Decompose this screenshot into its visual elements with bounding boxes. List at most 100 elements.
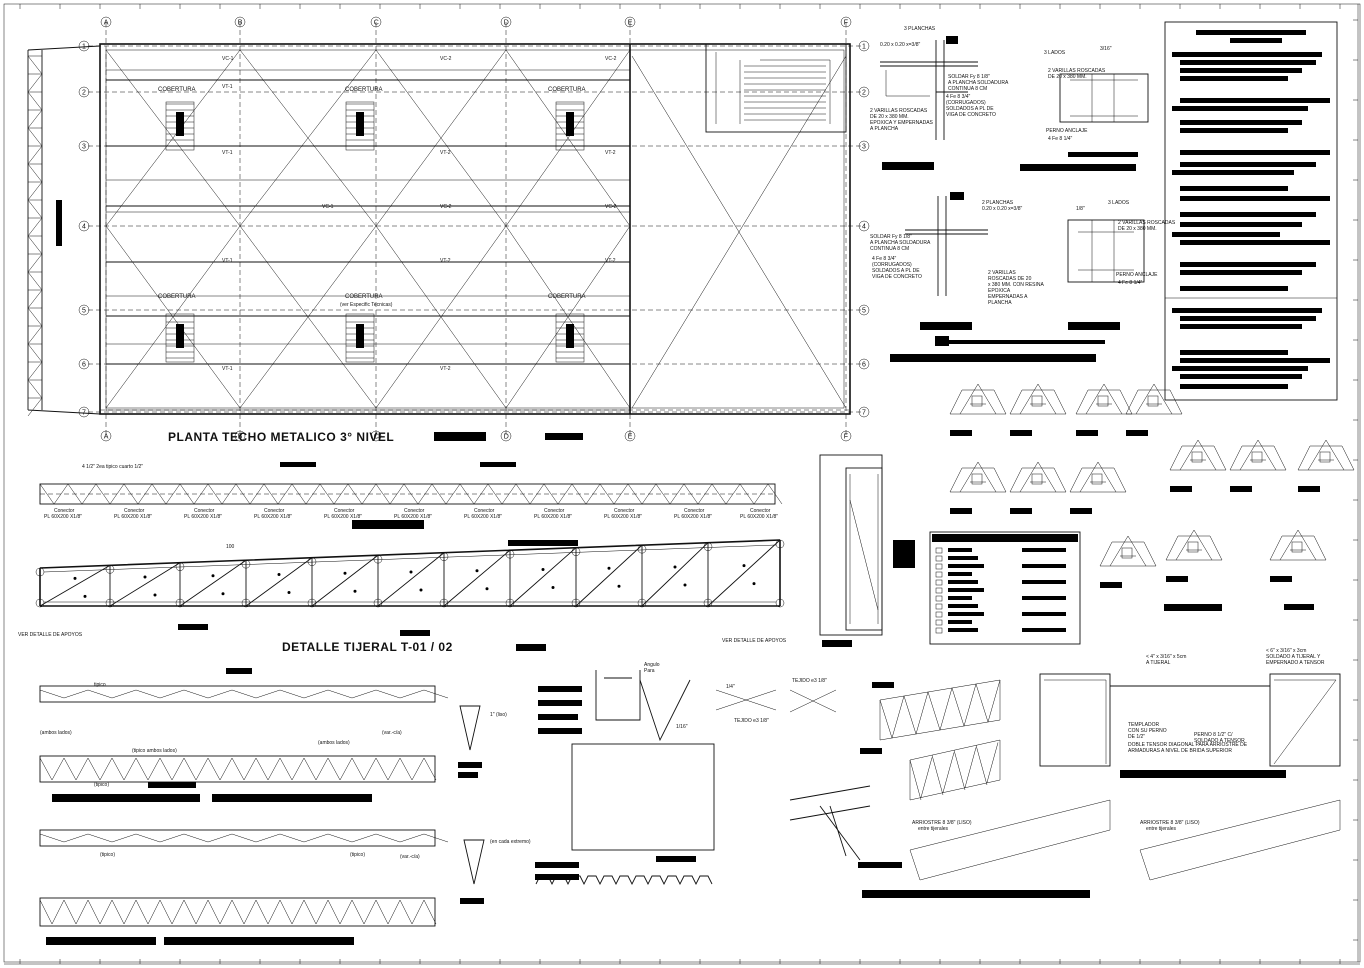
detail-note: PERNO ANCLAJE: [1046, 128, 1088, 134]
bolt: [211, 574, 215, 578]
redacted-text: [1076, 430, 1098, 436]
detail-note: 3 LADOS: [1108, 200, 1130, 206]
grid-bubble: [234, 16, 246, 28]
arriostre-note: entre tijerales: [918, 826, 949, 832]
detail-note: DE 20 x 380 MM.: [1118, 226, 1157, 232]
truss-nodes: [35, 539, 785, 608]
redacted-text: [948, 612, 984, 616]
grid-bubble: [858, 406, 870, 418]
truss-node: [241, 598, 251, 608]
conector-plate: PL 60X200 X1/8": [604, 514, 642, 520]
grid-bubble: [858, 40, 870, 52]
detail-note: PLANCHA: [988, 300, 1012, 306]
detail-note: SOLDADOS A PL DE: [872, 268, 920, 274]
redacted-text: [1270, 576, 1292, 582]
cover-block: [345, 101, 375, 151]
conector-plate: PL 60X200 X1/8": [534, 514, 572, 520]
material-table: [929, 531, 1081, 645]
conector-label: Conector: [54, 508, 75, 514]
redacted-text: [1170, 486, 1192, 492]
connection-sketch: [1099, 541, 1157, 567]
redacted-text: [1172, 52, 1322, 57]
grid-number: 6: [82, 362, 86, 369]
redacted-text: [176, 324, 184, 348]
bolt: [485, 587, 489, 591]
tie-note: DE 1/2": [1128, 734, 1145, 740]
grid-bubble: [78, 358, 90, 370]
grid-letter: C: [374, 20, 379, 27]
detail-note: EPOXICA: [988, 288, 1011, 294]
connection-plate: [1187, 541, 1199, 553]
cover-block: [345, 313, 375, 363]
grid-letter: A: [104, 434, 109, 441]
bolt: [409, 570, 413, 574]
grid-number: 3: [82, 144, 86, 151]
cover-block: [165, 313, 195, 363]
brace: [375, 49, 507, 227]
detail-note: A PLANCHA SOLDADURA: [870, 240, 931, 246]
redacted-text: [1126, 430, 1148, 436]
redacted-text: [1180, 270, 1302, 275]
detail-note: A PLANCHA: [870, 126, 899, 132]
bolt: [617, 584, 621, 588]
redacted-text: [1180, 358, 1330, 363]
truss-node: [175, 598, 185, 608]
grid-letter: E: [628, 434, 633, 441]
redacted-text: [1022, 580, 1066, 584]
beam-tag: VT-2: [605, 150, 616, 156]
strip-top-note: 4 1/2" 2ea tipico cuarto 1/2": [82, 464, 143, 470]
bolt: [607, 566, 611, 570]
detail-note: 3 PLANCHAS: [904, 26, 936, 32]
brace: [239, 225, 377, 409]
redacted-text: [948, 620, 972, 624]
truss-node: [35, 598, 45, 608]
redacted-text: [1172, 170, 1294, 175]
detail-note: 0.20 x 0.20 x=3/8": [982, 206, 1023, 212]
conector-label: Conector: [750, 508, 771, 514]
truss-dim-100: 100: [226, 544, 235, 550]
redacted-text: [1180, 240, 1330, 245]
redacted-text: [948, 564, 984, 568]
redacted-text: [1180, 76, 1288, 81]
grid-bubble: [234, 430, 246, 442]
truss-node: [373, 554, 383, 564]
connection-sketch: [1019, 461, 1057, 493]
beam-tag: VC-2: [440, 204, 452, 210]
connection-sketch: [1135, 383, 1173, 415]
grid-bubble: [78, 86, 90, 98]
grid-number: 4: [862, 224, 866, 231]
redacted-text: [1180, 262, 1316, 267]
redacted-text: [1180, 286, 1288, 291]
beam-tag: VT-2: [605, 258, 616, 264]
redacted-text: [176, 112, 184, 136]
tie-note: EMPERNADO A TENSOR: [1266, 660, 1325, 666]
redacted-text: [948, 628, 978, 632]
redacted-text: [1010, 508, 1032, 514]
beam-tag: VT-2: [440, 366, 451, 372]
detail-note: EPOXICA Y EMPERNADAS: [870, 120, 934, 126]
beam-elevations: tipico(ambos lados)(tipico ambos lados)(…: [39, 668, 449, 945]
redacted-text: [1100, 582, 1122, 588]
stair-detail: [705, 43, 847, 133]
detail-note: 2 VARILLAS ROSCADAS: [1118, 220, 1176, 226]
table-symbol: [935, 587, 943, 594]
arriostre-notes: ARRIOSTRE 8 3/8" (LISO)entre tijeralesAR…: [912, 820, 1200, 832]
detail-note: EMPERNADAS A: [988, 294, 1028, 300]
beam-note: (var.-c/a): [382, 730, 402, 736]
cobertura-note: (ver Especific Tecnicas): [340, 302, 393, 308]
connection-sketch: [959, 383, 997, 415]
connection-sketch: [1009, 467, 1067, 493]
beam-tag: VT-1: [222, 366, 233, 372]
connection-sketch: [949, 389, 1007, 415]
bolt: [353, 589, 357, 593]
redacted-text: [1022, 548, 1066, 552]
tie-note: TEMPLADOR: [1128, 722, 1160, 728]
conector-plate: PL 60X200 X1/8": [394, 514, 432, 520]
connection-plate: [1251, 451, 1263, 463]
bolt: [287, 590, 291, 594]
